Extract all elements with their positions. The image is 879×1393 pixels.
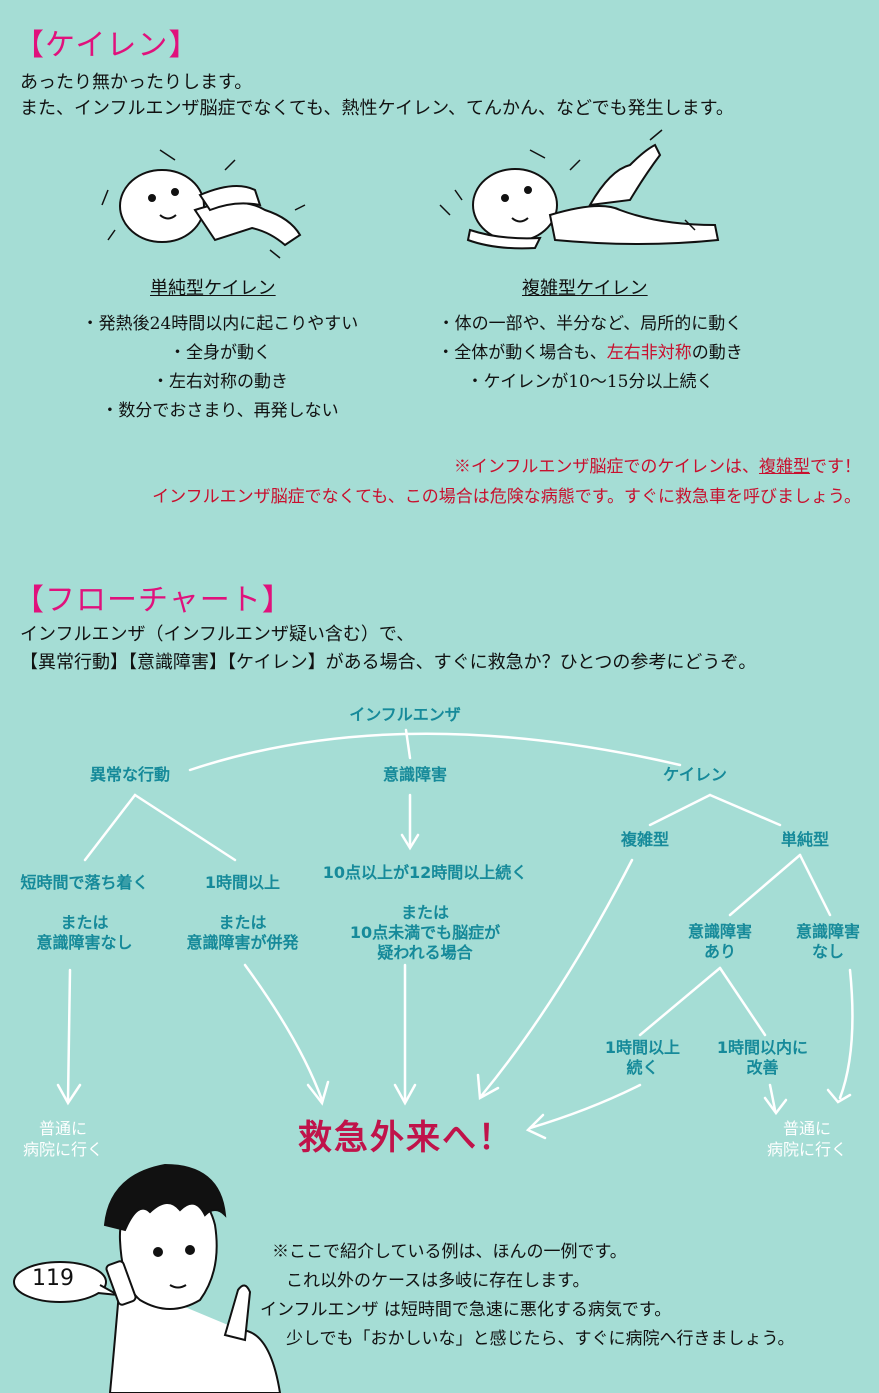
simple-bullet: ・全身が動く: [169, 343, 271, 363]
flow-10-points-12h: 10点以上が12時間以上続く または 10点未満でも脳症が 疑われる場合: [322, 863, 528, 962]
seizure-intro-line-2: また、インフルエンザ脳症でなくても、熱性ケイレン、てんかん、などでも発生します。: [20, 98, 734, 119]
asymmetric-highlight: 左右非対称: [606, 343, 692, 363]
warning-line-2: インフルエンザ脳症でなくても、この場合は危険な病態です。すぐに救急車を呼びましょ…: [152, 487, 861, 507]
note-line: これ以外のケースは多岐に存在します。: [286, 1271, 590, 1291]
flowchart-intro-line-1: インフルエンザ（インフルエンザ疑い含む）で、: [20, 624, 415, 645]
flow-over-1h-continues: 1時間以上 続く: [604, 1038, 681, 1077]
simple-bullet: ・発熱後24時間以内に起こりやすい: [81, 314, 359, 334]
simple-seizure-bullets: ・発熱後24時間以内に起こりやすい ・全身が動く ・左右対称の動き ・数分でおさ…: [40, 310, 400, 426]
complex-bullet: ・全体が動く場合も、左右非対称の動き: [400, 339, 780, 368]
note-line: インフルエンザ は短時間で急速に悪化する病気です。: [260, 1300, 672, 1320]
flow-over-1h-or-impairment: 1時間以上 または 意識障害が併発: [186, 873, 299, 952]
seizure-intro-line-1: あったり無かったりします。: [20, 72, 253, 93]
closing-notes: ※ここで紹介している例は、ほんの一例です。 これ以外のケースは多岐に存在します。…: [260, 1238, 872, 1354]
phone-number-bubble: 119: [32, 1266, 74, 1291]
flow-impaired-consciousness: 意識障害: [382, 765, 447, 784]
flow-root-influenza: インフルエンザ: [349, 705, 461, 724]
complex-type-emphasis: 複雑型: [759, 457, 810, 477]
flowchart-section-header: 【フローチャート】: [14, 583, 293, 618]
motion-lines-complex: [439, 129, 696, 231]
complex-bullet: ・ケイレンが10～15分以上続く: [466, 372, 714, 392]
complex-bullet: ・体の一部や、半分など、局所的に動く: [437, 314, 743, 334]
flow-short-time-or-no-impairment: 短時間で落ち着く または 意識障害なし: [20, 873, 149, 952]
flowchart-intro-line-2: 【異常行動】【意識障害】【ケイレン】がある場合、すぐに救急か？ひとつの参考にどう…: [20, 652, 757, 673]
flow-consciousness-impaired-no: 意識障害 なし: [795, 922, 860, 961]
seizure-section-header: 【ケイレン】: [14, 28, 200, 63]
simple-bullet: ・左右対称の動き: [152, 372, 288, 392]
warning-text: ※インフルエンザ脳症でのケイレンは、: [453, 457, 759, 477]
flow-simple-type: 単純型: [780, 830, 829, 849]
flow-go-to-hospital-right: 普通に 病院に行く: [766, 1119, 847, 1159]
flow-complex-type: 複雑型: [620, 830, 669, 849]
flow-emergency-room: 救急外来へ！: [298, 1118, 514, 1158]
note-line: ※ここで紹介している例は、ほんの一例です。: [272, 1242, 627, 1262]
flow-consciousness-impaired-yes: 意識障害 あり: [687, 922, 752, 961]
motion-lines-simple: [101, 149, 306, 259]
flow-seizure: ケイレン: [663, 765, 727, 784]
complex-bullet-text: ・全体が動く場合も、: [437, 343, 607, 363]
simple-seizure-figure-illustration: [119, 169, 302, 247]
flow-abnormal-behavior: 異常な行動: [89, 765, 170, 784]
complex-seizure-figure-illustration: [466, 143, 720, 250]
warning-text: です！: [810, 457, 861, 477]
simple-bullet: ・数分でおさまり、再発しない: [101, 401, 339, 421]
complex-bullet-text: の動き: [691, 343, 743, 363]
encephalopathy-warning: ※インフルエンザ脳症でのケイレンは、複雑型です！ インフルエンザ脳症でなくても、…: [21, 452, 861, 512]
complex-seizure-bullets: ・体の一部や、半分など、局所的に動く ・全体が動く場合も、左右非対称の動き ・ケ…: [400, 310, 780, 397]
flow-improves-within-1h: 1時間以内に 改善: [716, 1038, 809, 1077]
complex-seizure-caption: 複雑型ケイレン: [522, 278, 648, 299]
flow-go-to-hospital-left: 普通に 病院に行く: [22, 1119, 103, 1159]
speech-bubble-icon: [13, 1261, 107, 1303]
warning-line-1: ※インフルエンザ脳症でのケイレンは、複雑型です！: [21, 452, 861, 482]
simple-seizure-caption: 単純型ケイレン: [150, 278, 276, 299]
note-line: 少しでも「おかしいな」と感じたら、すぐに病院へ行きましょう。: [286, 1329, 795, 1349]
